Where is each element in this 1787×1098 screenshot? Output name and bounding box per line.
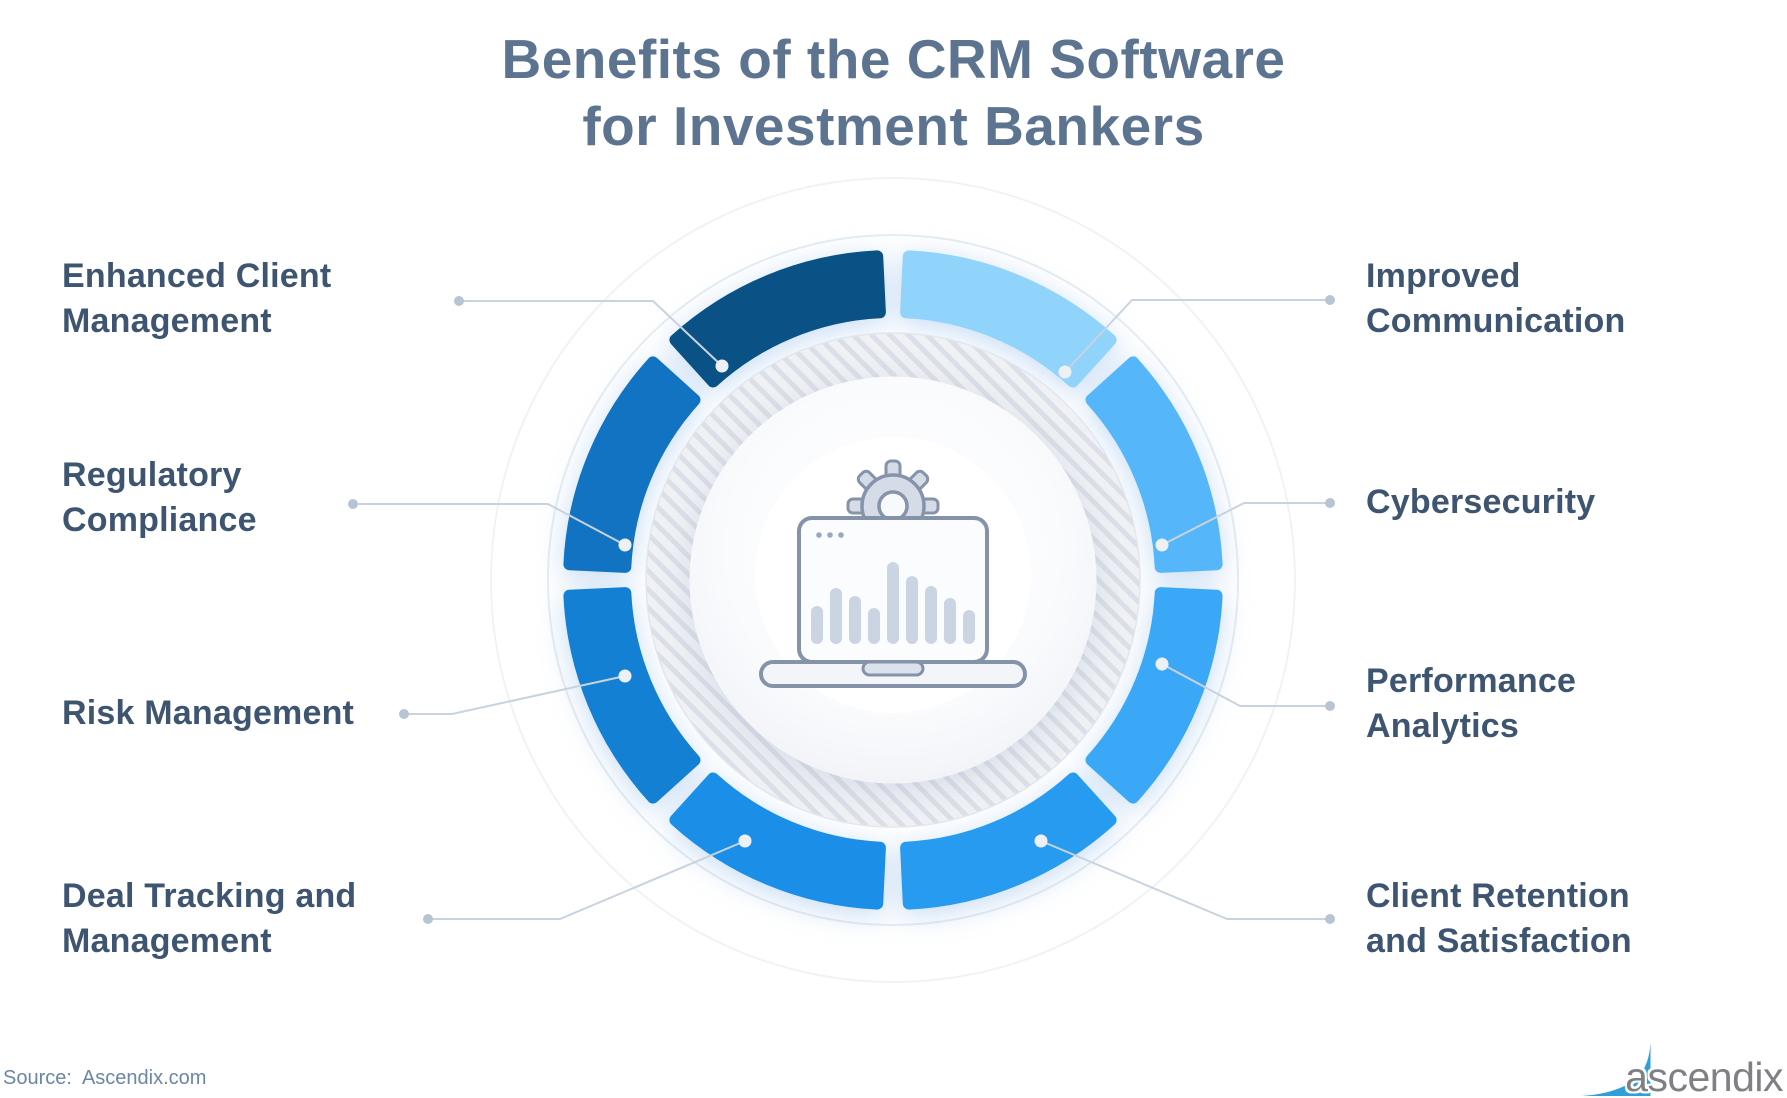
label-line: Performance: [1366, 662, 1577, 700]
source-label: Source:: [3, 1067, 72, 1089]
connector-improved-communication: [1064, 299, 1330, 373]
connector-client-retention-and-satisfaction: [1040, 840, 1330, 920]
label-line: Regulatory: [62, 456, 242, 494]
segment-dot-risk-management: [618, 669, 632, 683]
label-line: Management: [62, 302, 272, 340]
label-client-retention-and-satisfaction: Client Retention and Satisfaction: [1366, 874, 1632, 964]
label-deal-tracking-and-management: Deal Tracking and Management: [62, 874, 356, 964]
window-dot: [816, 532, 822, 538]
connector-performance-analytics: [1161, 663, 1330, 707]
segment-dot-cybersecurity: [1155, 538, 1169, 552]
label-risk-management: Risk Management: [62, 691, 354, 736]
label-dot-enhanced-client-management: [454, 296, 464, 306]
segment-dot-deal-tracking-and-management: [738, 834, 752, 848]
bar-chart-icon: [811, 562, 975, 644]
label-line: Improved: [1366, 257, 1521, 295]
page-title: Benefits of the CRM Software for Investm…: [0, 26, 1787, 160]
source-value: Ascendix.com: [81, 1067, 207, 1089]
segment-dot-regulatory-compliance: [618, 538, 632, 552]
ring-segment-regulatory-compliance: [563, 356, 701, 573]
page-title-line2: for Investment Bankers: [582, 95, 1205, 157]
ring-segment-cybersecurity: [1085, 356, 1223, 573]
label-line: Management: [62, 922, 272, 960]
label-dot-client-retention-and-satisfaction: [1325, 914, 1335, 924]
segment-dot-client-retention-and-satisfaction: [1034, 834, 1048, 848]
label-line: Deal Tracking and: [62, 877, 357, 915]
connector-deal-tracking-and-management: [428, 840, 746, 920]
connector-lines: [348, 295, 1335, 924]
connector-enhanced-client-management: [459, 300, 723, 367]
segment-dot-enhanced-client-management: [715, 359, 729, 373]
ascendix-logo: ascendix: [1580, 1038, 1783, 1098]
connector-regulatory-compliance: [353, 503, 626, 546]
label-improved-communication: Improved Communication: [1366, 254, 1626, 344]
window-dot: [827, 532, 833, 538]
laptop-analytics-gear-icon: [759, 459, 1027, 688]
label-regulatory-compliance: Regulatory Compliance: [62, 453, 257, 543]
hatched-ring-outer-edge: [645, 332, 1141, 828]
label-line: and Satisfaction: [1366, 922, 1632, 960]
ring-segment-risk-management: [563, 587, 701, 804]
source-attribution: Source: Ascendix.com: [3, 1067, 206, 1090]
ring-segment-client-retention-and-satisfaction: [900, 772, 1117, 910]
laptop-icon: [759, 516, 1027, 688]
window-dot: [838, 532, 844, 538]
label-line: Enhanced Client: [62, 257, 332, 295]
hatched-ring: [646, 333, 1140, 827]
label-line: Communication: [1366, 302, 1626, 340]
segment-dot-improved-communication: [1058, 365, 1072, 379]
label-cybersecurity: Cybersecurity: [1366, 480, 1595, 525]
ascendix-logo-text: ascendix: [1625, 1054, 1783, 1098]
label-dot-deal-tracking-and-management: [423, 914, 433, 924]
label-performance-analytics: Performance Analytics: [1366, 659, 1576, 749]
segment-dot-performance-analytics: [1155, 657, 1169, 671]
ring-segment-improved-communication: [900, 250, 1117, 388]
hub: [645, 332, 1141, 828]
ring-segment-enhanced-client-management: [669, 250, 886, 388]
label-dot-performance-analytics: [1325, 701, 1335, 711]
label-line: Analytics: [1366, 707, 1519, 745]
page-title-line1: Benefits of the CRM Software: [501, 28, 1286, 90]
label-dot-cybersecurity: [1325, 498, 1335, 508]
inner-guide-circle: [547, 234, 1239, 926]
label-line: Compliance: [62, 501, 257, 539]
ascendix-swoosh-icon: [1582, 1042, 1651, 1096]
ring-segments: [563, 250, 1223, 910]
label-dot-improved-communication: [1325, 295, 1335, 305]
connector-risk-management: [404, 675, 626, 715]
ring-segment-performance-analytics: [1085, 587, 1223, 804]
connector-cybersecurity: [1161, 502, 1330, 546]
laptop-hinge-notch: [861, 660, 925, 677]
label-line: Cybersecurity: [1366, 483, 1596, 521]
ring-segment-deal-tracking-and-management: [669, 772, 886, 910]
label-line: Client Retention: [1366, 877, 1630, 915]
label-line: Risk Management: [62, 694, 355, 732]
outer-guide-circle: [490, 177, 1296, 983]
label-dot-risk-management: [399, 709, 409, 719]
label-enhanced-client-management: Enhanced Client Management: [62, 254, 331, 344]
label-dot-regulatory-compliance: [348, 499, 358, 509]
